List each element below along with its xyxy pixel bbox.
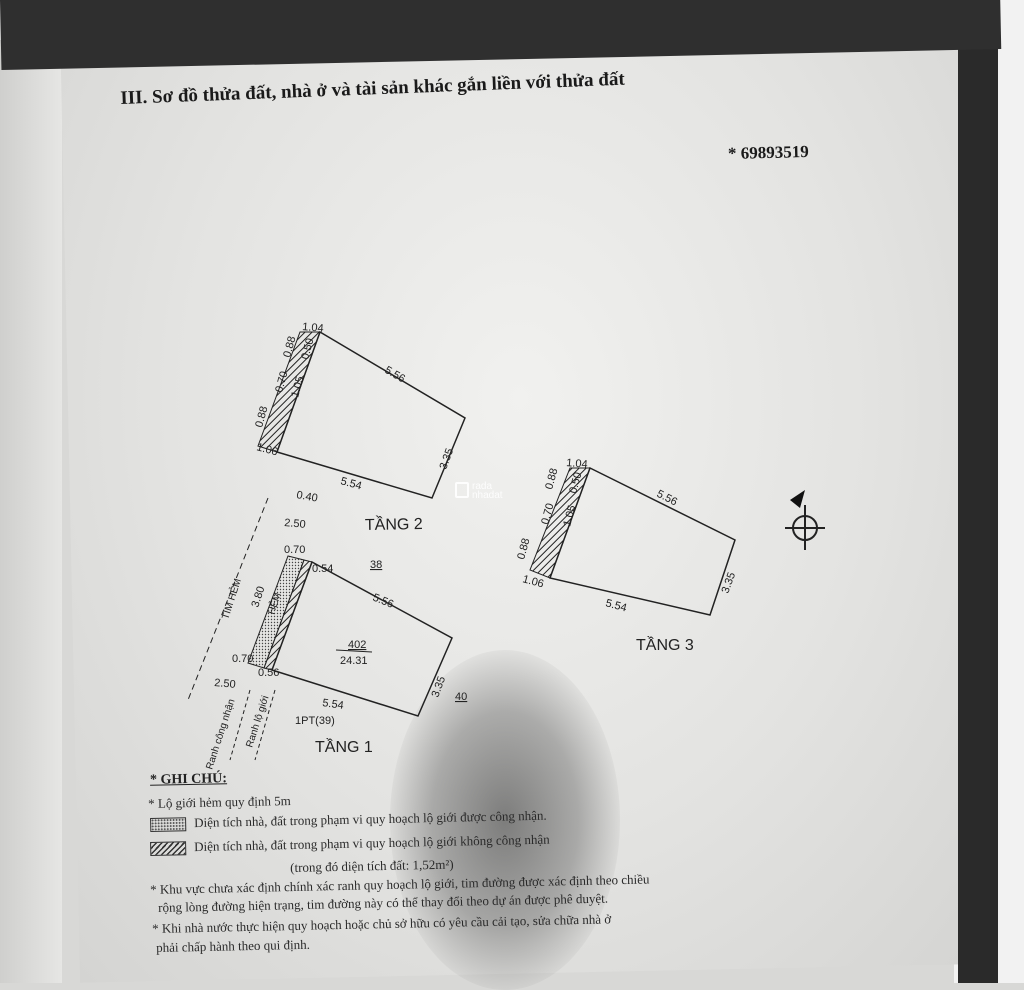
f3-dim-top: 1.04 (566, 457, 588, 471)
f1-dim-long-bottom: 5.54 (322, 697, 345, 712)
legend-line-2: Diện tích nhà, đất trong phạm vi quy hoạ… (193, 807, 547, 831)
f1-parcel-number: 402 (348, 639, 366, 651)
f2-dim-d: 1.05 (289, 375, 306, 399)
f1-dim-070b: 0.70 (232, 653, 253, 665)
f1-dim-38: 38 (370, 559, 382, 571)
f3-dim-b: 0.50 (567, 471, 584, 495)
f1-area: 24.31 (340, 655, 368, 667)
f1-dim-250a: 2.50 (284, 517, 306, 531)
f1-dim-056: 0.56 (258, 667, 279, 679)
floor-1-label: TẦNG 1 (315, 737, 373, 756)
floor-2-label: TẦNG 2 (365, 514, 423, 534)
f2-dim-c: 0.70 (273, 370, 290, 394)
f3-dim-e: 0.88 (515, 537, 532, 561)
ink-stain (390, 650, 620, 990)
f2-dim-a: 0.88 (281, 335, 298, 359)
f2-dim-e: 0.88 (253, 405, 270, 429)
f1-dim-40: 40 (455, 691, 467, 703)
floor-2-plan: 1.04 0.88 0.50 0.70 1.05 0.88 5.56 1.06 … (253, 321, 466, 534)
legend-title: * GHI CHÚ: (149, 771, 228, 788)
f2-dim-long-bottom: 5.54 (339, 475, 363, 492)
f1-dim-070a: 0.70 (284, 544, 305, 556)
f1-dim-250b: 2.50 (214, 677, 236, 691)
north-arrow-icon (785, 490, 825, 550)
f3-dim-c: 0.70 (539, 502, 556, 526)
f3-dim-a: 0.88 (543, 467, 560, 491)
watermark-line1: rada (472, 481, 493, 492)
f3-dim-d: 1.05 (561, 504, 578, 528)
watermark-line2: nhadat (472, 490, 503, 501)
watermark-icon (455, 482, 469, 498)
f1-dim-040: 0.40 (295, 489, 318, 505)
f3-dim-bottom-short: 1.06 (521, 573, 545, 590)
f2-dim-b: 0.50 (299, 337, 316, 361)
legend-line-3b: (trong đó diện tích đất: 1,52m²) (290, 856, 454, 875)
legend-line-1: * Lộ giới hẻm quy định 5m (148, 793, 291, 811)
legend-line-3: Diện tích nhà, đất trong phạm vi quy hoạ… (193, 831, 550, 855)
legend-line-5b: phải chấp hành theo qui định. (156, 936, 311, 955)
page-edge-band (958, 0, 998, 983)
f2-dim-top: 1.04 (302, 321, 324, 335)
f1-pt: 1PT(39) (295, 715, 335, 727)
dotted-swatch (150, 817, 187, 833)
f1-dim-054: 0.54 (312, 563, 333, 575)
floor-3-label: TẦNG 3 (636, 635, 694, 654)
legend-row-hatched: Diện tích nhà, đất trong phạm vi quy hoạ… (150, 831, 550, 857)
legend-line-5: * Khi nhà nước thực hiện quy hoạch hoặc … (152, 911, 612, 936)
hatched-swatch (150, 841, 187, 857)
f2-dim-bottom-short: 1.06 (255, 441, 279, 458)
floor-3-plan: 1.04 0.88 0.50 0.70 1.05 0.88 5.56 1.06 … (515, 457, 738, 654)
legend-row-dotted: Diện tích nhà, đất trong phạm vi quy hoạ… (150, 807, 547, 833)
f3-dim-long-bottom: 5.54 (604, 597, 628, 614)
left-fold-strip (0, 40, 62, 983)
